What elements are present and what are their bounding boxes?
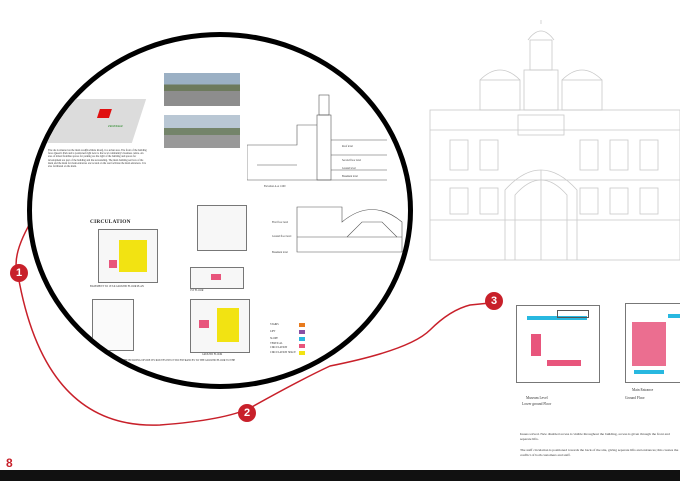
- map-label: FRONTAGE: [107, 125, 124, 128]
- notes-paragraph-2: The staff circulation is positioned towa…: [520, 448, 679, 457]
- route-marker-1[interactable]: 1: [10, 264, 28, 282]
- legend-item: STAIRS: [270, 321, 305, 328]
- ground-floor-label: Ground Floor: [625, 396, 645, 400]
- bottom-bar: [0, 470, 680, 481]
- section-drawing: [296, 206, 403, 253]
- facade-elevation-sketch: [429, 20, 680, 261]
- basement-plan-caption: BASEMENT TO 1ST & GROUND FLOOR PLAN: [90, 285, 144, 288]
- plan-drawing-upper: [197, 205, 247, 251]
- museum-level-label: Museum Level: [526, 396, 548, 400]
- page-number: 8: [6, 456, 13, 470]
- legend-item: LIFT: [270, 328, 305, 335]
- ground-floor-right-plan: [625, 303, 680, 383]
- first-floor-plan-caption: 1ST FLOOR: [190, 289, 204, 292]
- ground-floor-plan-caption: GROUND FLOOR: [202, 353, 223, 356]
- section-level-3: Basement level: [272, 251, 288, 254]
- circulation-heading: CIRCULATION: [90, 219, 131, 225]
- legend-swatch: [299, 329, 305, 334]
- legend-item: VERTICAL CIRCULATION: [270, 342, 305, 349]
- street-photo-1: [164, 73, 240, 106]
- site-marker: [96, 109, 112, 118]
- main-entrance-label: Main Entrance: [632, 388, 654, 392]
- legend-swatch: [299, 336, 305, 341]
- route-marker-3[interactable]: 3: [485, 292, 503, 310]
- focus-circle: FRONTAGE The site is situated on the mai…: [27, 32, 413, 389]
- legend-swatch: [299, 322, 305, 327]
- section-level-1: First floor level: [272, 221, 289, 224]
- notes-paragraph-1: Issues solved. New disabled access is vi…: [520, 432, 670, 441]
- legend-item: SLOPE: [270, 335, 305, 342]
- legend-item: CIRCULATION SPACE: [270, 349, 305, 356]
- legend-swatch: [299, 343, 305, 348]
- elevation-level-2: Second floor level: [342, 159, 362, 162]
- lower-ground-plan: [516, 305, 600, 383]
- plan-drawing-small: [190, 267, 244, 289]
- site-map: FRONTAGE: [46, 99, 147, 143]
- lower-ground-label: Lower ground Floor: [522, 402, 552, 406]
- site-intro-text: The site is situated on the main road(Ro…: [48, 149, 147, 169]
- elevation-drawing: [247, 94, 387, 181]
- ground-floor-plan: [190, 299, 250, 353]
- elevation-level-4: Basement level: [342, 175, 358, 178]
- street-photo-2: [164, 115, 240, 148]
- route-marker-2[interactable]: 2: [238, 404, 256, 422]
- first-floor-plan: [92, 299, 134, 351]
- elevation-caption: Elevation A-A 1:200: [264, 185, 286, 188]
- circle-footer-note: THE LAYOUT OF THE BUILDING DIVIDE ITS RO…: [102, 359, 236, 366]
- basement-plan: [98, 229, 158, 283]
- legend: STAIRS LIFT SLOPE VERTICAL CIRCULATION C…: [270, 321, 305, 356]
- legend-swatch: [299, 350, 305, 355]
- section-level-2: Ground floor level: [272, 235, 292, 238]
- elevation-level-1: Roof level: [342, 145, 353, 148]
- elevation-level-3: Ground level: [342, 167, 356, 170]
